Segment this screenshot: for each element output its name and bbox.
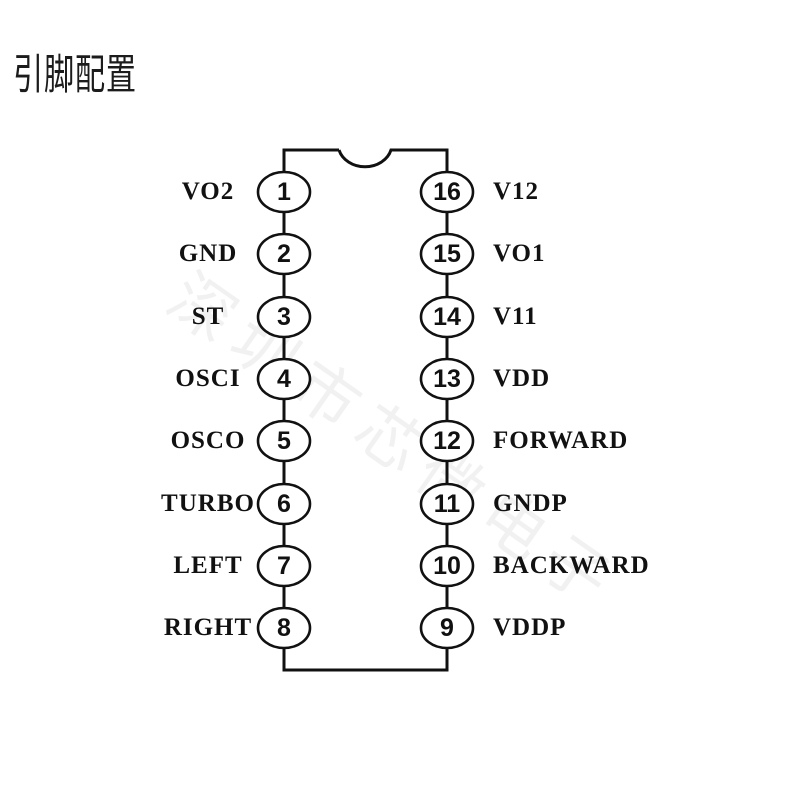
pin-8-circle: [256, 606, 312, 650]
pin-4-label: OSCI: [175, 365, 241, 392]
pin-16-circle: [419, 170, 475, 214]
pin-5-label: OSCO: [170, 427, 246, 454]
pin-14-number: 14: [433, 303, 461, 331]
pin-3-circle: [256, 295, 312, 339]
chip-body-outline: [282, 148, 449, 672]
pin-10-circle: [419, 544, 475, 588]
pin-6-circle: [256, 482, 312, 526]
pin-16-number: 16: [433, 178, 461, 206]
pin-13-circle: [419, 357, 475, 401]
pin-6-number: 6: [277, 490, 291, 518]
pin-15-circle: [419, 232, 475, 276]
pin-5-number: 5: [277, 427, 291, 455]
pin-11-label: GNDP: [493, 490, 568, 517]
pin-4-number: 4: [277, 365, 291, 393]
pin-12-number: 12: [433, 427, 461, 455]
pin-13-number: 13: [433, 365, 461, 393]
pin-10-label: BACKWARD: [493, 552, 650, 579]
pin-14-label: V11: [493, 303, 538, 330]
pin-2-number: 2: [277, 240, 291, 268]
pin-7-number: 7: [277, 552, 291, 580]
pin-11-number: 11: [433, 490, 461, 518]
pin-7-label: LEFT: [173, 552, 243, 579]
pin-9-number: 9: [440, 614, 454, 642]
pin-3-number: 3: [277, 303, 291, 331]
pin-6-label: TURBO: [161, 490, 255, 517]
page-title: 引脚配置: [13, 51, 137, 98]
pin-15-number: 15: [433, 240, 461, 268]
pin-12-label: FORWARD: [493, 427, 629, 454]
pin-12-circle: [419, 419, 475, 463]
pin-2-circle: [256, 232, 312, 276]
pin-11-circle: [419, 482, 475, 526]
pin-8-number: 8: [277, 614, 291, 642]
pin-13-label: VDD: [493, 365, 551, 392]
pin-16-label: V12: [493, 178, 540, 205]
pin-5-circle: [256, 419, 312, 463]
pin-1-number: 1: [277, 178, 291, 206]
pin-4-circle: [256, 357, 312, 401]
pin-10-number: 10: [433, 552, 461, 580]
pin-3-label: ST: [191, 303, 225, 330]
pin-2-label: GND: [178, 240, 238, 267]
pin-9-label: VDDP: [493, 614, 567, 641]
pin-15-label: VO1: [493, 240, 546, 267]
pin-7-circle: [256, 544, 312, 588]
pin-1-label: VO2: [181, 178, 235, 205]
pin-14-circle: [419, 295, 475, 339]
pin-9-circle: [419, 606, 475, 650]
pin-1-circle: [256, 170, 312, 214]
pin-8-label: RIGHT: [163, 614, 253, 641]
